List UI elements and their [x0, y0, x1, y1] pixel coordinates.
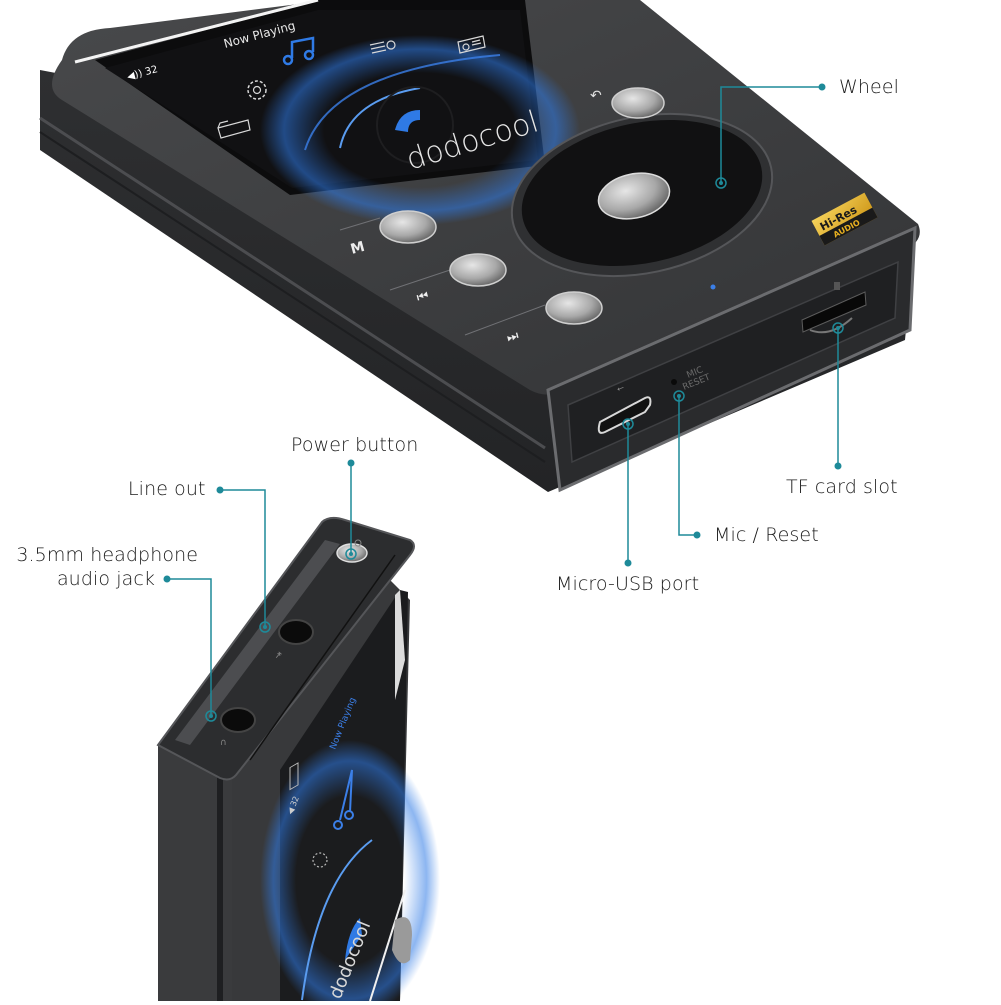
screen-glow: [260, 35, 580, 225]
wheel-callout-line: [720, 86, 822, 183]
power-icon: [354, 539, 362, 547]
back-icon: ↶: [590, 88, 602, 104]
headphone-callout-line: [167, 578, 212, 716]
wheel-label: Wheel: [839, 76, 899, 98]
headphone-jack-label-line1: 3.5mm headphone: [16, 544, 198, 566]
line-out-jack: [278, 619, 314, 645]
music-note-icon: [282, 36, 315, 66]
headphone-icon: ∩: [220, 738, 227, 748]
folder-icon: [217, 119, 251, 139]
next-icon: ⏭: [505, 328, 520, 346]
headphone-jack: [220, 707, 256, 733]
control-wheel[interactable]: [497, 91, 788, 298]
wheel-center-button[interactable]: [594, 167, 674, 225]
mic-reset-label: Mic / Reset: [714, 524, 819, 546]
second-folder-icon: [289, 762, 299, 791]
back-button[interactable]: [611, 87, 665, 119]
mic-reset-hole: [671, 379, 677, 385]
tf-card-slot-label: TF card slot: [786, 476, 898, 498]
second-wheel-edge: [392, 917, 412, 964]
disc-icon: [395, 110, 420, 132]
lineout-callout-line: [220, 489, 266, 627]
status-led: [710, 284, 716, 290]
screen-glare: [74, 0, 319, 64]
radio-icon: [457, 35, 486, 54]
second-settings-icon: [312, 852, 328, 868]
next-button[interactable]: [545, 291, 603, 325]
headphone-jack-label-line2: audio jack: [56, 568, 155, 590]
player-front-view: ◀)) 32 Now Playing dodocool: [39, 0, 920, 493]
micro-usb-port: ⭠: [597, 383, 652, 434]
callout-dots: [163, 83, 842, 718]
svg-text:⭠: ⭠: [615, 383, 625, 395]
menu-button[interactable]: [379, 210, 437, 244]
previous-button[interactable]: [449, 253, 507, 287]
equalizer-icon: [369, 40, 396, 54]
tf-card-slot: [801, 282, 867, 334]
micro-usb-label: Micro-USB port: [556, 573, 700, 595]
callout-lines: [167, 86, 844, 722]
line-out-label: Line out: [128, 478, 206, 500]
player-top-edge-view: Now Playing ◀ 32 dodocool ⇥ ∩: [156, 516, 440, 1005]
mic-callout-line: [678, 396, 697, 536]
previous-icon: ⏮: [415, 288, 430, 306]
settings-gear-icon: [247, 80, 267, 100]
power-button-label: Power button: [291, 434, 419, 456]
menu-button-label: M: [349, 239, 367, 258]
second-music-note-icon: [333, 769, 354, 830]
